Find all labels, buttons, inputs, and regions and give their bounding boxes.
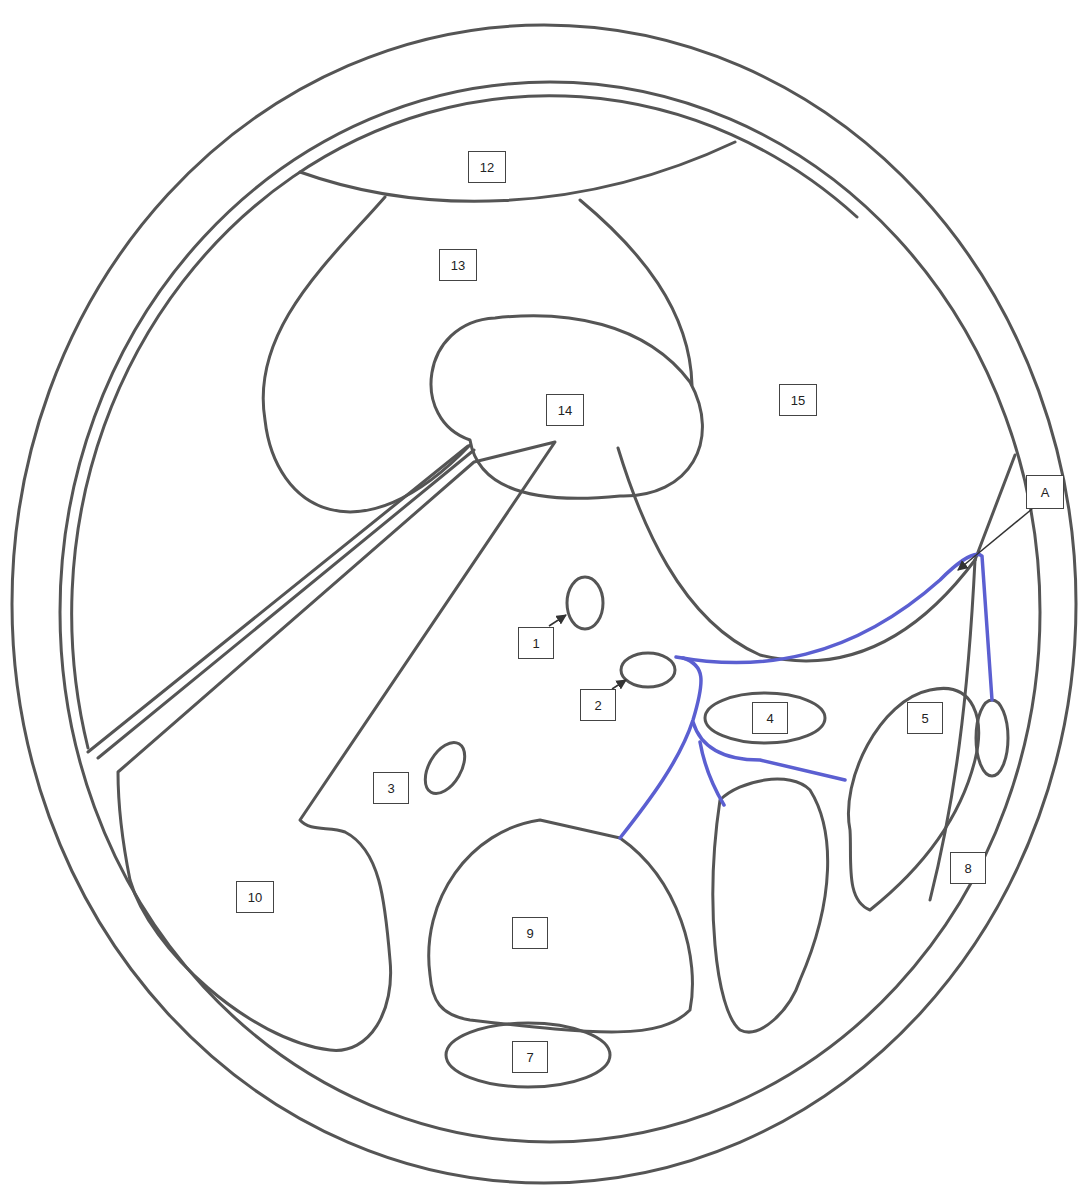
structure-7 (446, 1023, 610, 1087)
leader-arrow (958, 509, 1032, 570)
callout-number: 2 (580, 689, 616, 721)
skin-outline (12, 25, 1076, 1183)
callout-number: 14 (546, 394, 584, 426)
septum-line (98, 450, 474, 758)
callout-number: 13 (439, 249, 477, 281)
small-vessel (976, 700, 1008, 776)
vessel-1 (567, 577, 603, 629)
callout-number: 12 (468, 151, 506, 183)
nerve-branch (620, 658, 701, 838)
vessel-3 (417, 736, 473, 800)
structure-13-right-border (580, 200, 692, 385)
structure-12-border (300, 142, 735, 201)
structure-4 (705, 693, 825, 743)
callout-number: 4 (752, 702, 788, 734)
structure-15-border (618, 448, 975, 661)
callout-number: 7 (512, 1041, 548, 1073)
callout-number: 10 (236, 881, 274, 913)
muscle-unlabelled (713, 779, 828, 1032)
callout-number: 15 (779, 384, 817, 416)
structure-15-border (975, 455, 1015, 560)
deep-fascia (60, 82, 1040, 1142)
nerve-a (676, 554, 992, 700)
muscle-10 (118, 442, 555, 1050)
callout-number: A (1026, 475, 1064, 509)
nerve-branch (700, 742, 724, 805)
callout-number: 5 (907, 702, 943, 734)
muscle-9 (429, 820, 693, 1032)
septum-line (88, 446, 468, 752)
leader-arrow (549, 615, 566, 626)
bone-14 (431, 316, 702, 498)
vessel-2 (621, 653, 675, 687)
callout-number: 9 (512, 917, 548, 949)
fascia-inner-line (72, 96, 857, 748)
callout-number: 3 (373, 772, 409, 804)
callout-number: 1 (518, 627, 554, 659)
leader-arrow (612, 680, 626, 689)
callout-number: 8 (950, 852, 986, 884)
